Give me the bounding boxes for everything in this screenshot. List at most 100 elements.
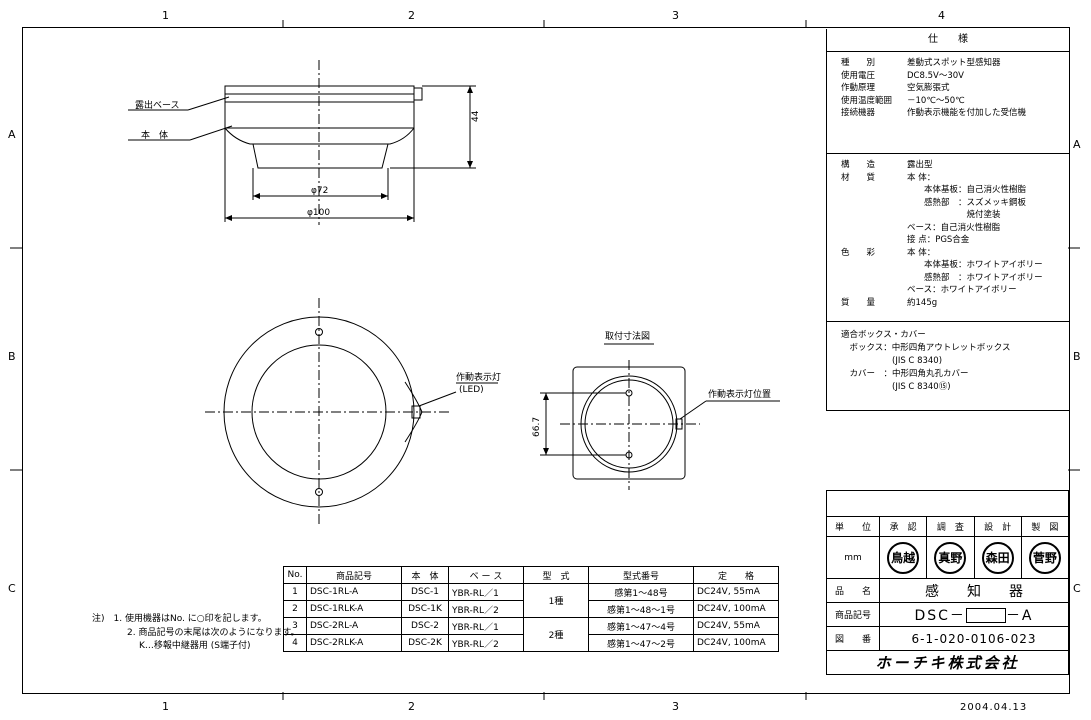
parts-cell: 1 <box>283 583 307 601</box>
label-base: 露出ベース <box>135 101 180 111</box>
spec-row-value: 空気膨張式 <box>907 83 950 93</box>
spec-row-value: 差動式スポット型感知器 <box>907 58 1001 68</box>
spec-row: 構 造露出型 <box>841 158 1069 171</box>
spec-row-label: 作動原理 <box>841 83 876 93</box>
tb-unit-header: 単 位 <box>826 516 880 537</box>
parts-header-cell: No. <box>283 566 307 584</box>
spec-box-line: (JIS C 8340⑮) <box>841 382 951 392</box>
dim-phi100: φ100 <box>307 208 331 218</box>
spec-row-value: 感熱部 ：ホワイトアイボリー <box>907 272 1043 283</box>
spec-row: 接続機器作動表示機能を付加した受信機 <box>841 106 1069 119</box>
spec-row: 本体基板：自己消火性樹脂 <box>841 183 1069 196</box>
zone-col-3: 3 <box>672 9 679 22</box>
spec-row: ベース：自己消火性樹脂 <box>841 221 1069 234</box>
parts-cell: DSC-2RL-A <box>306 617 402 635</box>
spec-row-value: 焼付塗装 <box>907 210 1001 220</box>
company-logo: ホーチキ株式会社 <box>826 650 1069 675</box>
spec-box-line: ボックス：中形四角アウトレットボックス <box>841 343 1011 353</box>
spec-row-label: 使用電圧 <box>841 70 876 81</box>
zone-col-2-bottom: 2 <box>408 700 415 713</box>
zone-row-b-right: B <box>1073 350 1081 363</box>
parts-cell: DSC-1 <box>401 583 449 601</box>
tb-approve-header: 承 認 <box>878 516 928 537</box>
spec-title: 仕 様 <box>827 29 1069 52</box>
drawing-date: 2004.04.13 <box>960 702 1028 713</box>
spec-row: 感熱部 ：ホワイトアイボリー <box>841 271 1069 284</box>
spec-row: 感熱部 ：スズメッキ鋼板 <box>841 196 1069 209</box>
spec-row-label: 質 量 <box>841 297 876 308</box>
led-label-sub: (LED) <box>459 385 484 395</box>
spec-row: 色 彩本 体： <box>841 246 1069 259</box>
led-position-label: 作動表示灯位置 <box>708 390 772 400</box>
tb-code-label: 商品記号 <box>826 602 880 627</box>
spec-row: 作動原理 空気膨張式 <box>841 81 1069 94</box>
parts-cell: 感第1～48号 <box>588 583 694 601</box>
spec-rows-2: 構 造露出型材 質本 体： 本体基板：自己消火性樹脂 感熱部 ：スズメッキ鋼板 … <box>827 154 1069 322</box>
note-3: K…移報中継器用 (S端子付) <box>139 641 251 651</box>
zone-col-1: 1 <box>162 9 169 22</box>
parts-cell: DSC-2RLK-A <box>306 634 402 652</box>
tb-drawing-label: 図 番 <box>826 626 880 651</box>
spec-row-value: 本体基板：自己消火性樹脂 <box>907 185 1027 195</box>
led-label: 作動表示灯 <box>456 373 502 383</box>
parts-header-cell: ベ ー ス <box>448 566 524 584</box>
spec-row-label: 接続機器 <box>841 108 876 118</box>
spec-row-value: DC8.5V～30V <box>907 70 964 81</box>
tb-name-label: 品 名 <box>826 578 880 603</box>
spec-box-line: (JIS C 8340) <box>841 356 943 366</box>
parts-header-cell: 本 体 <box>401 566 449 584</box>
parts-cell: YBR-RL／2 <box>448 600 524 618</box>
spec-row: 接 点：PGS合金 <box>841 233 1069 246</box>
parts-header-row: No.商品記号本 体ベ ー ス型 式型式番号定 格 <box>283 566 779 584</box>
note-2: 2. 商品記号の末尾は次のようになります。 <box>127 628 300 638</box>
parts-cell: DSC-1RLK-A <box>306 600 402 618</box>
mount-dim: 66.7 <box>532 416 542 437</box>
spec-row-value: ベース：ホワイトアイボリー <box>907 285 1017 295</box>
spec-row-value: 接 点：PGS合金 <box>907 235 970 245</box>
zone-col-1-bottom: 1 <box>162 700 169 713</box>
spec-row: ベース：ホワイトアイボリー <box>841 283 1069 296</box>
code-blank-box <box>965 608 1006 623</box>
tb-name-value: 感 知 器 <box>879 578 1069 603</box>
parts-cell: 1種 <box>523 583 589 618</box>
spec-row-label: 材 質 <box>841 172 876 183</box>
parts-cell: 2種 <box>523 617 589 652</box>
drawing-frame <box>22 27 1070 694</box>
zone-row-b: B <box>8 350 16 363</box>
title-block: 単 位 承 認 調 査 設 計 製 図 mm 鳥越 真野 森田 菅野 品 名 感… <box>826 516 1070 675</box>
zone-row-a: A <box>8 128 16 141</box>
title-block-blank <box>826 490 1069 516</box>
parts-cell: DC24V, 100mA <box>693 634 779 652</box>
dim-phi72: φ72 <box>311 186 329 196</box>
spec-row: 質 量約145g <box>841 296 1069 309</box>
spec-row: 使用電圧 DC8.5V～30V <box>841 69 1069 82</box>
parts-cell: DC24V, 100mA <box>693 600 779 618</box>
parts-cell: YBR-RL／1 <box>448 583 524 601</box>
parts-header-cell: 型式番号 <box>588 566 694 584</box>
spec-row-value: 本体基板：ホワイトアイボリー <box>907 260 1043 270</box>
spec-row-value: 露出型 <box>907 160 933 170</box>
parts-cell: YBR-RL／1 <box>448 617 524 635</box>
parts-cell: DSC-1RL-A <box>306 583 402 601</box>
tb-drawing-value: 6-1-020-0106-023 <box>879 626 1069 651</box>
spec-row-value: 感熱部 ：スズメッキ鋼板 <box>907 197 1027 208</box>
parts-cell: YBR-RL／2 <box>448 634 524 652</box>
spec-row: 材 質本 体： <box>841 171 1069 184</box>
stamp-check: 真野 <box>934 541 967 574</box>
parts-header-cell: 商品記号 <box>306 566 402 584</box>
code-suffix: －A <box>1005 607 1034 624</box>
parts-cell: DSC-1K <box>401 600 449 618</box>
parts-cell: DC24V, 55mA <box>693 617 779 635</box>
zone-col-4: 4 <box>938 9 945 22</box>
spec-row-value: ベース：自己消火性樹脂 <box>907 222 1001 233</box>
label-body: 本 体 <box>141 131 169 141</box>
